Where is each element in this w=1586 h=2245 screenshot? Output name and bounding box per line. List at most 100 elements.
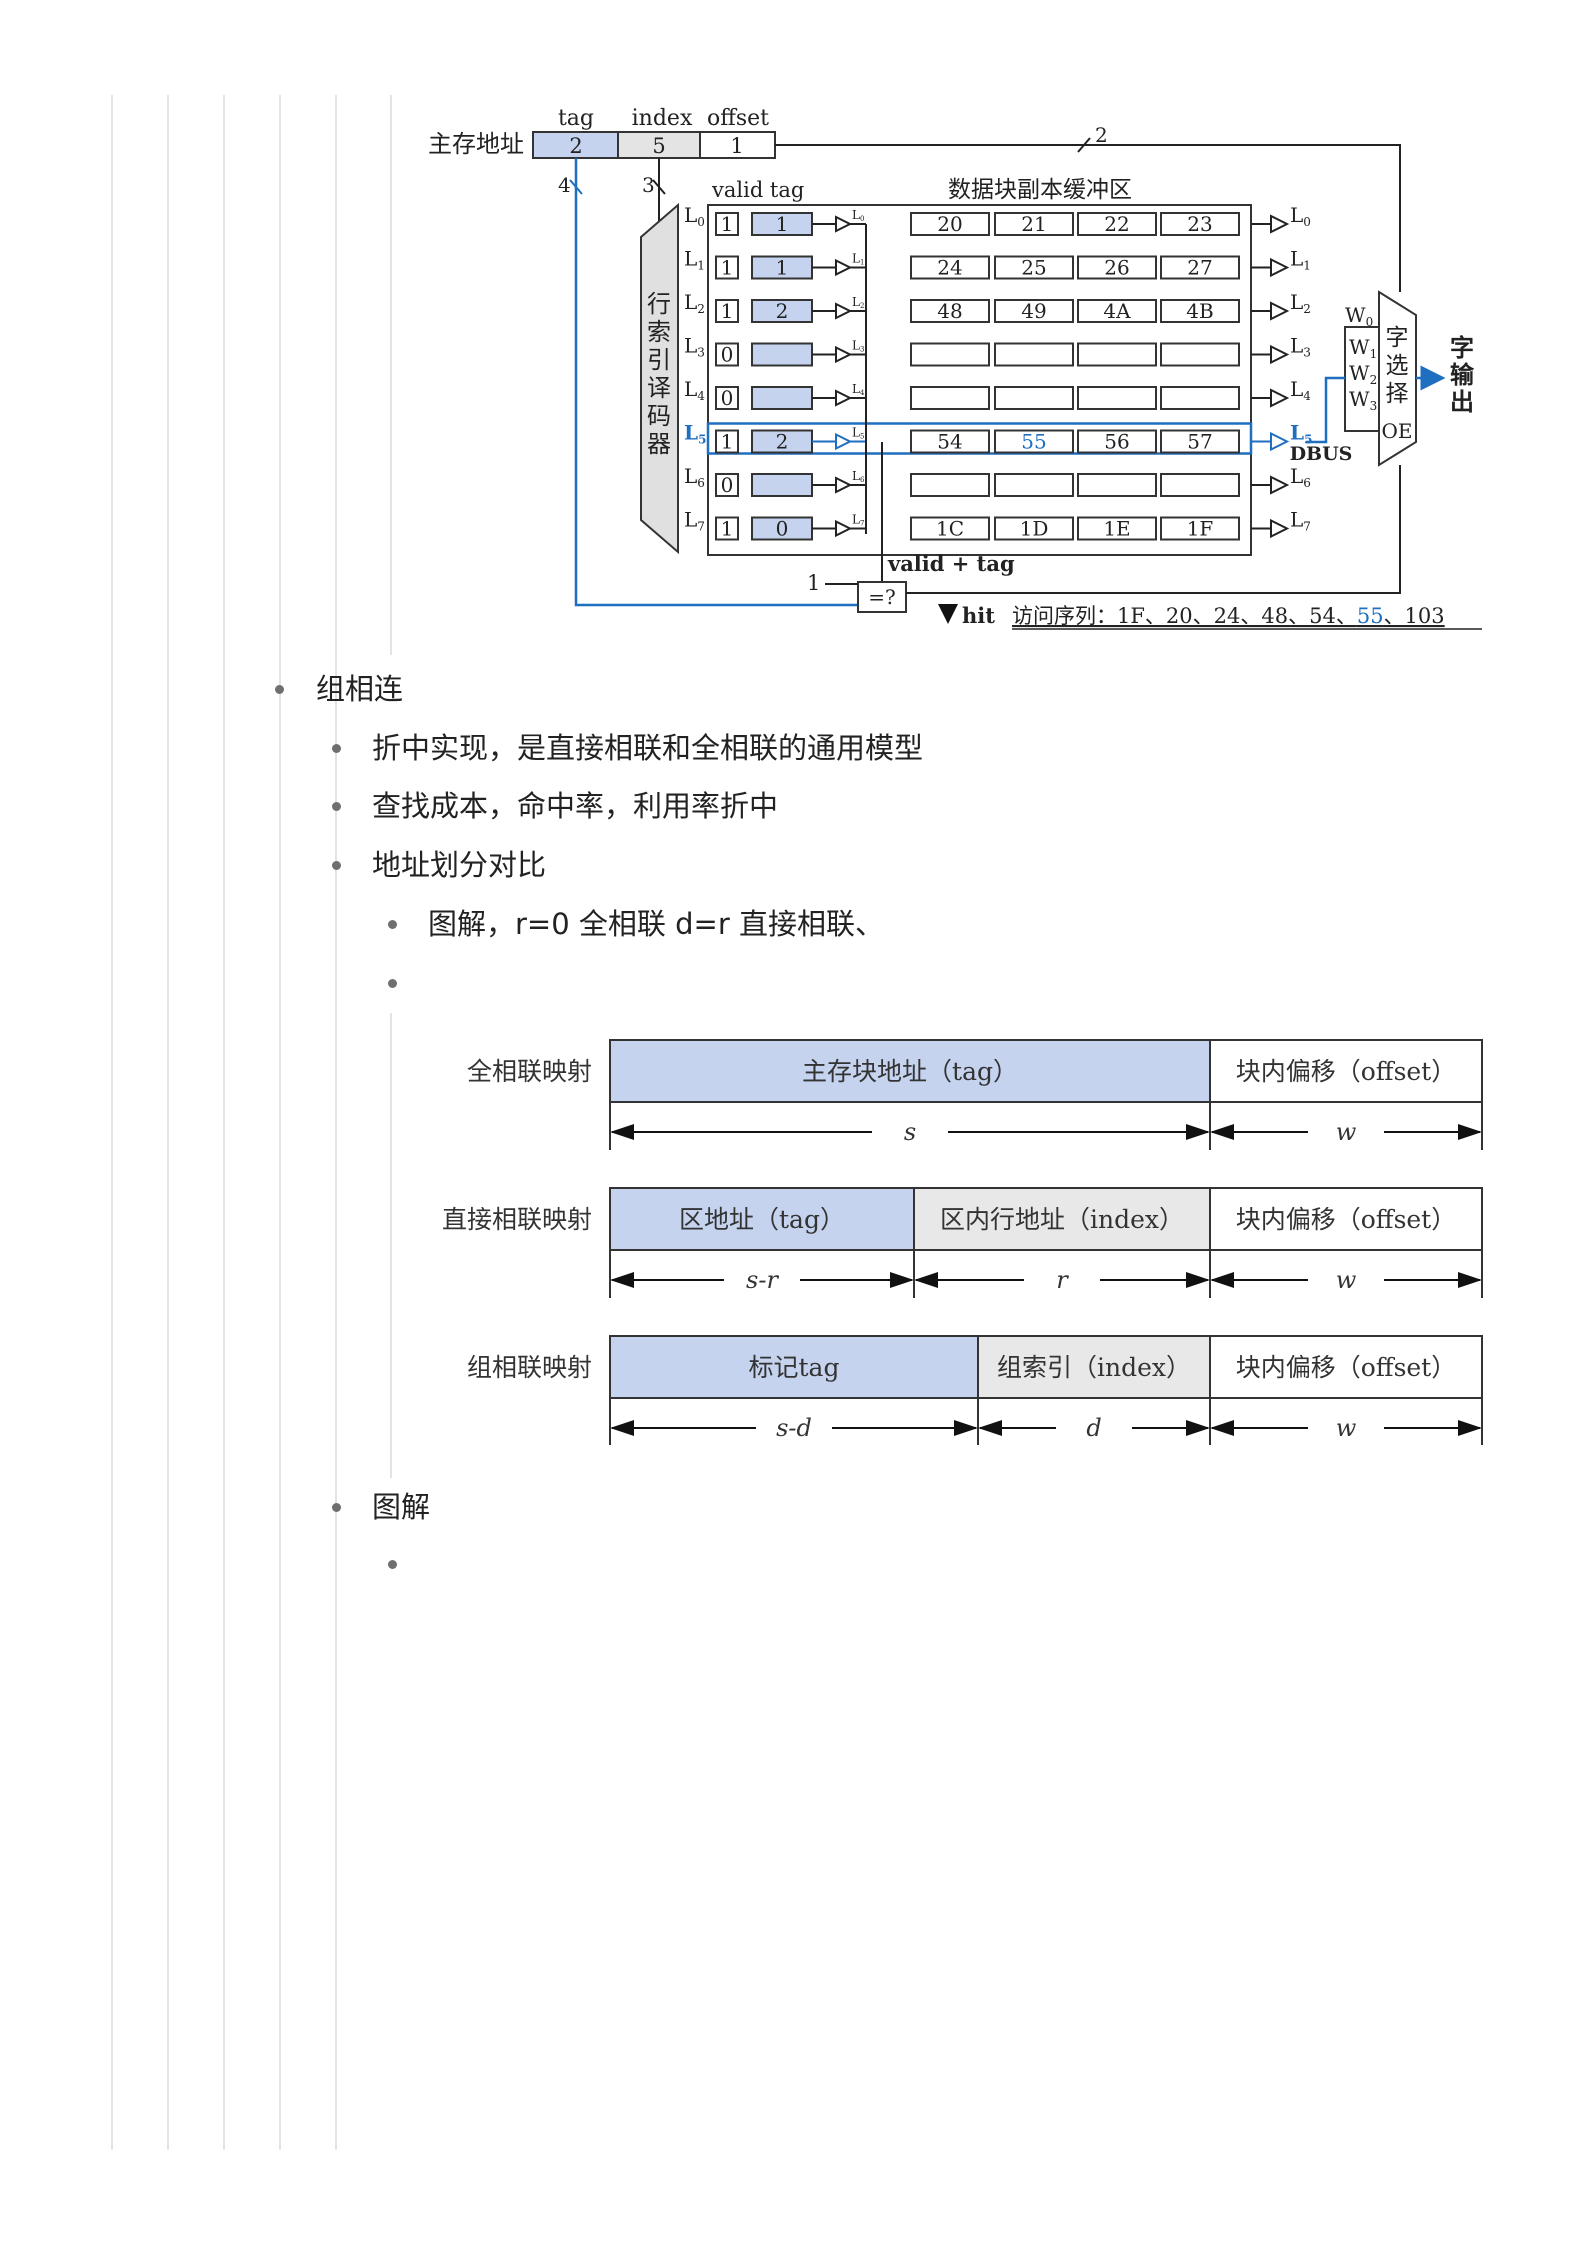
data-cell-value: 1F <box>1187 517 1214 541</box>
row-out-buffer <box>1270 518 1290 539</box>
size-label: w <box>1336 1266 1357 1294</box>
index-bus-width: 3 <box>642 173 655 197</box>
data-cell <box>1077 516 1157 541</box>
mapping-field-box <box>977 1335 1211 1399</box>
data-cell <box>1160 429 1240 454</box>
line-label-small: L6 <box>852 469 865 484</box>
bullet-diagram-note: 图解，r=0 全相联 d=r 直接相联、 <box>428 907 884 941</box>
data-cell <box>994 386 1074 410</box>
mapping-field-box <box>1209 1335 1483 1399</box>
tag-cell <box>751 473 813 497</box>
tag-cell-value: 1 <box>776 256 789 280</box>
data-cell-value: 25 <box>1021 256 1046 280</box>
access-sequence-prefix: 访问序列：1F、20、24、48、54、 <box>1012 604 1357 628</box>
size-label: w <box>1336 1414 1357 1442</box>
buffer-title: 数据块副本缓冲区 <box>948 177 1132 203</box>
word-output-label: 字输出 <box>1450 333 1475 416</box>
offset-to-compare-line <box>906 465 1401 594</box>
data-cell <box>910 342 990 367</box>
bullet-dot <box>275 685 284 694</box>
size-label: r <box>1056 1266 1069 1294</box>
buffer-symbol <box>835 215 853 233</box>
mapping-field-box <box>1209 1187 1483 1251</box>
valid-plus-tag-label: valid + tag <box>887 551 1015 576</box>
main-address-label: 主存地址 <box>428 130 524 158</box>
l5-highlight-path <box>1306 376 1345 444</box>
data-cell <box>994 429 1074 454</box>
word-label: W1 <box>1349 335 1377 361</box>
comparator-label: =? <box>868 585 895 609</box>
row-out-buffer <box>1270 214 1290 234</box>
bullet-dot <box>388 920 397 929</box>
size-label: d <box>1086 1414 1101 1442</box>
line-label-right: L4 <box>1290 377 1311 403</box>
data-cell-value: 26 <box>1104 256 1129 280</box>
data-cell-value: 23 <box>1187 212 1212 236</box>
access-sequence-highlight: 55 <box>1357 604 1384 628</box>
decoder-char: 行 <box>647 290 671 318</box>
word-select-char: 字 <box>1386 325 1409 351</box>
data-cell-value: 22 <box>1104 212 1129 236</box>
outline-guide <box>167 95 169 2150</box>
buffer-symbol <box>835 345 853 364</box>
data-cell <box>1077 255 1157 280</box>
decoder-char: 器 <box>647 430 671 458</box>
data-cell <box>910 255 990 280</box>
line-label-right: L2 <box>1290 290 1311 316</box>
address-tag-value: 2 <box>569 134 582 158</box>
bullet-dot <box>388 1560 397 1569</box>
bullet-diagram2: 图解 <box>372 1490 431 1524</box>
bullet-compromise: 折中实现，是直接相联和全相联的通用模型 <box>372 731 924 765</box>
word-select-char: 选 <box>1386 353 1409 379</box>
data-cell <box>910 212 990 236</box>
line-label-small: L7 <box>852 513 864 528</box>
line-label-small: L2 <box>852 295 864 310</box>
address-index-value: 5 <box>652 134 665 158</box>
data-cell <box>1077 473 1157 497</box>
bullet-dot <box>332 861 341 870</box>
data-cell-value: 4A <box>1103 299 1131 323</box>
line-label-left: L5 <box>684 421 706 447</box>
data-cell <box>910 386 990 410</box>
bullet-dot <box>332 802 341 811</box>
address-offset-box <box>699 131 776 159</box>
data-cell-value: 4B <box>1186 299 1213 323</box>
mapping-rows: 全相联映射主存块地址（tag）s块内偏移（offset）w直接相联映射区地址（t… <box>442 1039 1483 1445</box>
data-cell <box>1160 516 1240 541</box>
bus-slash <box>1077 137 1091 153</box>
buffer-symbol <box>835 432 853 451</box>
bus-slash <box>652 179 666 195</box>
valid-bit-box <box>715 255 739 280</box>
tag-cell-value: 1 <box>776 212 789 236</box>
line-label-right: L0 <box>1290 203 1311 229</box>
tag-cell <box>751 342 813 367</box>
buffer-symbol <box>835 302 853 320</box>
mapping-field-label: 区内行地址（index） <box>940 1205 1184 1234</box>
data-cell <box>1160 473 1240 497</box>
mapping-row-label: 全相联映射 <box>467 1057 592 1086</box>
valid-bit-box <box>715 473 739 497</box>
data-cell <box>1077 299 1157 323</box>
mapping-field-label: 区地址（tag） <box>679 1205 845 1234</box>
data-cell <box>994 212 1074 236</box>
size-label: s <box>904 1118 916 1146</box>
valid-tag-header: valid tag <box>711 178 804 202</box>
mapping-field-box <box>1209 1039 1483 1103</box>
bullet-group-assoc: 组相连 <box>316 672 404 706</box>
line-label-small: L4 <box>852 382 865 397</box>
data-cell <box>1160 299 1240 323</box>
oe-label: OE <box>1382 419 1413 443</box>
line-label-left: L0 <box>684 203 705 229</box>
cache-table-frame <box>707 204 1252 556</box>
buffer-symbol <box>835 389 853 407</box>
decoder-char: 引 <box>647 346 671 374</box>
mapping-field-box <box>609 1335 979 1399</box>
size-label: w <box>1336 1118 1357 1146</box>
valid-bit-box <box>715 342 739 367</box>
mapping-row-label: 直接相联映射 <box>442 1205 592 1234</box>
